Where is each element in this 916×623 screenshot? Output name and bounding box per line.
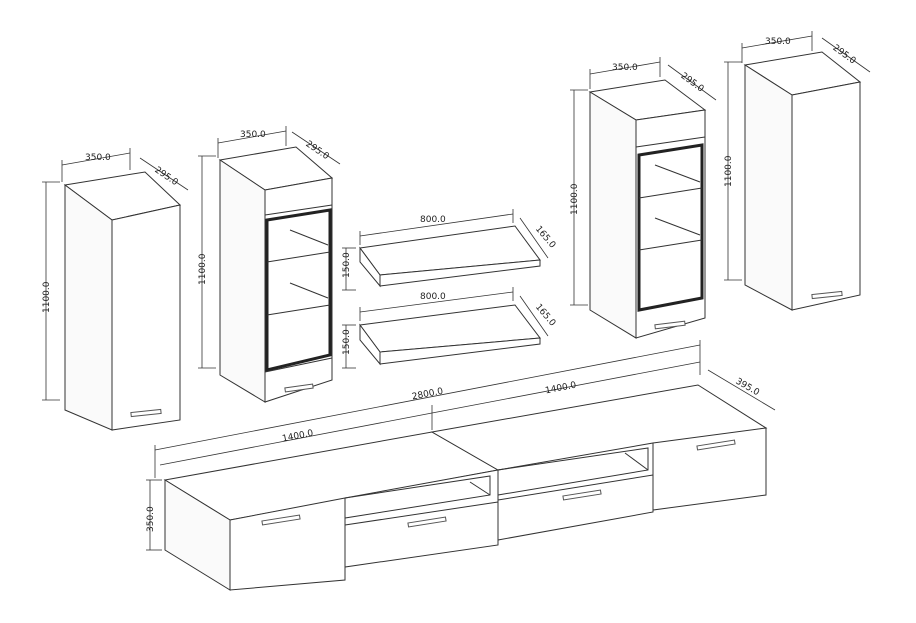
shelf-2-height-label: 150.0 [342,329,352,355]
tv-drawer-1-handle [407,516,447,528]
cabinet-4-closed: 350.0 295.0 1100.0 [724,31,871,311]
cabinet-2-glass-door [265,208,332,372]
wall-shelf-2: 800.0 165.0 150.0 [342,287,557,369]
cabinet-1-closed: 350.0 295.0 1100.0 [42,148,189,431]
cabinet-2-height-label: 1100.0 [198,253,208,285]
tv-door-left-handle [261,514,301,526]
tv-left-length-label: 1400.0 [281,429,314,445]
tv-drawer-2-handle [562,489,602,501]
cabinet-2-handle [284,383,314,393]
cabinet-3-depth-label: 295.0 [679,71,706,94]
tv-depth-label: 395.0 [734,377,762,399]
shelf-1-width-label: 800.0 [420,215,446,225]
tv-right-length-label: 1400.0 [544,381,577,397]
cabinet-3-glass-door [637,143,704,312]
tv-door-right-handle [696,439,736,451]
cabinet-4-height-label: 1100.0 [724,155,734,187]
wall-shelf-1: 800.0 165.0 150.0 [342,209,557,291]
cabinet-3-glass: 350.0 295.0 1100.0 [570,57,717,339]
cabinet-3-height-label: 1100.0 [570,183,580,215]
cabinet-3-handle [654,320,686,330]
shelf-2-width-label: 800.0 [420,292,446,302]
cabinet-1-width-label: 350.0 [85,153,111,163]
shelf-1-depth-label: 165.0 [533,224,557,250]
tv-stand: 2800.0 1400.0 1400.0 395.0 350.0 [146,340,776,591]
cabinet-4-handle [811,290,843,300]
cabinet-1-height-label: 1100.0 [42,281,52,313]
tv-total-length-label: 2800.0 [411,387,444,403]
shelf-2-depth-label: 165.0 [533,302,557,328]
cabinet-1-handle [130,408,162,418]
cabinet-2-glass: 350.0 295.0 1100.0 [198,126,341,403]
cabinet-2-width-label: 350.0 [240,130,266,140]
cabinet-3-width-label: 350.0 [612,63,638,73]
shelf-1-height-label: 150.0 [342,252,352,278]
cabinet-4-width-label: 350.0 [765,37,791,47]
tv-height-label: 350.0 [146,506,156,532]
